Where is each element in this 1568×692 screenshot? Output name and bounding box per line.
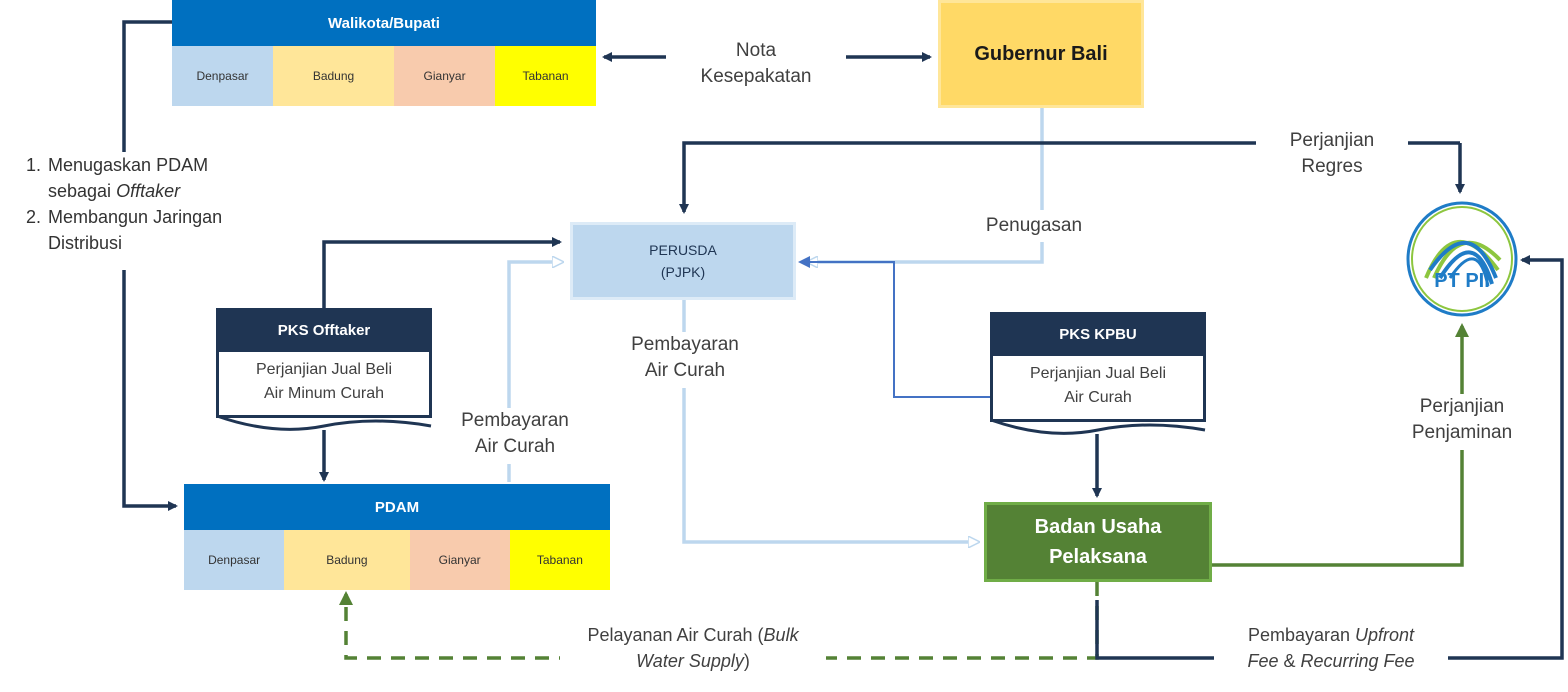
pelayanan-bulk: Bulk	[763, 625, 799, 645]
nota-line-2: Kesepakatan	[700, 66, 812, 87]
task-item-1: Menugaskan PDAM sebagai Offtaker	[46, 152, 282, 204]
pelayanan-line-1: Pelayanan Air Curah (Bulk	[560, 622, 826, 648]
ptpii-logo-text: PT PII	[1434, 270, 1490, 292]
pks-offtaker-body: Perjanjian Jual Beli Air Minum Curah	[216, 352, 432, 418]
fee-upfront: Upfront	[1355, 625, 1415, 645]
task-1-offtaker: Offtaker	[116, 181, 181, 201]
badan-usaha-box: Badan Usaha Pelaksana	[984, 502, 1212, 582]
gubernur-box: Gubernur Bali	[938, 0, 1144, 108]
fee-recurring: Recurring Fee	[1300, 651, 1415, 671]
pembayaran-left-line-1: Pembayaran	[461, 410, 569, 431]
pdam-cell-denpasar: Denpasar	[184, 530, 285, 590]
walikota-cell-tabanan: Tabanan	[495, 46, 596, 106]
perusda-box: PERUSDA (PJPK)	[570, 222, 796, 300]
nota-line-1: Nota	[735, 40, 777, 61]
pembayaran-top-line-2: Air Curah	[644, 360, 726, 381]
arrow-kpbu-to-perusda	[798, 256, 990, 398]
pembayaran-air-curah-top: Pembayaran Air Curah	[610, 332, 760, 388]
pembayaran-top-line-1: Pembayaran	[631, 334, 739, 355]
fee-line-2: Fee & Recurring Fee	[1214, 648, 1448, 674]
walikota-header: Walikota/Bupati	[172, 0, 596, 46]
fee-fee: Fee	[1247, 651, 1279, 671]
task-1-line-2: sebagai	[48, 181, 117, 201]
pelayanan-line-2: Water Supply)	[560, 648, 826, 674]
pembayaran-air-curah-left: Pembayaran Air Curah	[446, 408, 584, 464]
badan-usaha-line-2: Pelaksana	[1049, 546, 1147, 568]
walikota-cell-gianyar: Gianyar	[394, 46, 496, 106]
fee-line-1-text: Pembayaran	[1247, 625, 1356, 645]
perusda-line-2: (PJPK)	[660, 264, 706, 280]
arrow-fee-to-ptpii	[1095, 255, 1564, 660]
task-1-line-1: Menugaskan PDAM	[48, 155, 209, 175]
pdam-header: PDAM	[184, 484, 610, 530]
ptpii-logo-graphic	[1406, 201, 1518, 317]
pdam-cell-tabanan: Tabanan	[509, 530, 610, 590]
arrow-regres-to-perusda	[679, 141, 1460, 214]
pelayanan-close-paren: )	[743, 651, 750, 671]
pks-kpbu-line-1: Perjanjian Jual Beli	[1029, 365, 1167, 382]
pks-kpbu-body: Perjanjian Jual Beli Air Curah	[990, 356, 1206, 422]
task-2-line-1: Membangun Jaringan	[48, 207, 223, 227]
pelayanan-air-curah-label: Pelayanan Air Curah (Bulk Water Supply)	[560, 622, 826, 678]
pembayaran-fee-label: Pembayaran Upfront Fee & Recurring Fee	[1214, 622, 1448, 678]
pelayanan-line-1-text: Pelayanan Air Curah (	[587, 625, 764, 645]
fee-line-1: Pembayaran Upfront	[1214, 622, 1448, 648]
badan-usaha-line-1: Badan Usaha	[1034, 516, 1162, 538]
regres-line-2: Regres	[1301, 156, 1363, 177]
walikota-cell-denpasar: Denpasar	[172, 46, 273, 106]
regres-line-1: Perjanjian	[1289, 130, 1375, 151]
pembayaran-left-line-2: Air Curah	[474, 436, 556, 457]
pks-offtaker-line-2: Air Minum Curah	[263, 385, 385, 402]
nota-kesepakatan-label: Nota Kesepakatan	[668, 38, 844, 102]
pdam-cells: Denpasar Badung Gianyar Tabanan	[184, 530, 610, 590]
pdam-cell-badung: Badung	[284, 530, 410, 590]
penjaminan-line-1: Perjanjian	[1419, 396, 1505, 417]
perusda-line-1: PERUSDA	[649, 242, 717, 258]
pks-offtaker-header: PKS Offtaker	[216, 308, 432, 352]
walikota-cells: Denpasar Badung Gianyar Tabanan	[172, 46, 596, 106]
pdam-cell-gianyar: Gianyar	[409, 530, 510, 590]
pelayanan-water-supply: Water Supply	[636, 651, 744, 671]
pks-kpbu-doc-wave	[990, 418, 1206, 435]
ptpii-logo: PT PII	[1404, 200, 1520, 318]
penugasan-label: Penugasan	[964, 210, 1104, 242]
task-2-line-2: Distribusi	[48, 233, 123, 253]
pks-kpbu-header: PKS KPBU	[990, 312, 1206, 356]
perjanjian-penjaminan-label: Perjanjian Penjaminan	[1382, 394, 1542, 450]
pks-offtaker-line-1: Perjanjian Jual Beli	[255, 361, 393, 378]
task-list: Menugaskan PDAM sebagai Offtaker Membangu…	[14, 152, 282, 270]
arrow-offtaker-to-perusda	[322, 237, 562, 308]
penjaminan-line-2: Penjaminan	[1411, 422, 1513, 443]
pks-offtaker-doc-wave	[216, 414, 432, 431]
pks-kpbu-line-2: Air Curah	[1064, 389, 1132, 406]
walikota-cell-badung: Badung	[272, 46, 395, 106]
fee-ampersand: &	[1278, 651, 1301, 671]
perjanjian-regres-label: Perjanjian Regres	[1256, 128, 1408, 188]
